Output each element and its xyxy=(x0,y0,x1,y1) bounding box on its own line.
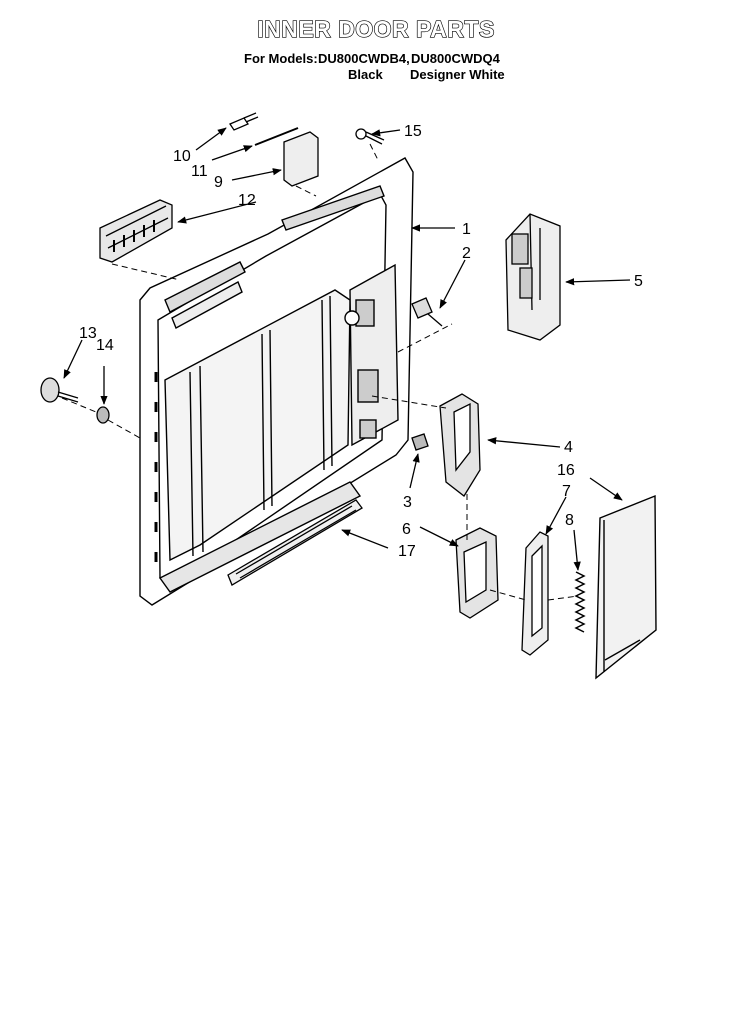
callout-6: 6 xyxy=(402,521,411,538)
spring-part xyxy=(574,571,586,633)
door-handle-part xyxy=(99,199,173,263)
model-number-white: DU800CWDQ4 xyxy=(411,51,500,66)
callout-2: 2 xyxy=(462,245,471,262)
callout-4: 4 xyxy=(564,439,573,456)
models-prefix: For Models: xyxy=(244,51,318,66)
callout-17: 17 xyxy=(398,543,416,560)
callout-labels: 1 2 3 4 5 6 7 8 9 10 11 12 13 14 15 16 1… xyxy=(79,123,643,560)
callout-12: 12 xyxy=(238,192,256,209)
vent-strip xyxy=(227,499,363,586)
callout-15: 15 xyxy=(404,123,422,140)
leader-arrows xyxy=(63,127,631,571)
nut-part xyxy=(411,433,429,451)
knob-part xyxy=(40,377,79,403)
inner-door-panel xyxy=(139,157,414,606)
slide-part xyxy=(521,531,549,656)
model-number-black: DU800CWDB4, xyxy=(318,51,410,66)
callout-5: 5 xyxy=(634,273,643,290)
callout-3: 3 xyxy=(403,494,412,511)
model-color-white: Designer White xyxy=(410,67,505,82)
switch-cover-part xyxy=(283,131,319,187)
callout-8: 8 xyxy=(565,512,574,529)
actuator-part xyxy=(455,527,499,619)
latch-part xyxy=(439,393,481,497)
cover-panel-part xyxy=(595,494,657,680)
callout-1: 1 xyxy=(462,221,471,238)
latch-housing-part xyxy=(505,213,561,341)
striker-part xyxy=(411,297,443,327)
callout-11: 11 xyxy=(191,163,208,180)
screw-15-part xyxy=(355,128,385,145)
screw-part xyxy=(229,112,259,131)
callout-10: 10 xyxy=(173,148,191,165)
pin-part xyxy=(254,127,299,146)
callout-13: 13 xyxy=(79,325,97,342)
callout-9: 9 xyxy=(214,174,223,191)
callout-14: 14 xyxy=(96,337,114,354)
washer-part xyxy=(96,406,110,424)
alignment-lines xyxy=(61,143,579,601)
callout-16: 16 xyxy=(557,462,575,479)
page-title: INNER DOOR PARTS xyxy=(257,15,495,42)
callout-7: 7 xyxy=(562,483,571,500)
model-color-black: Black xyxy=(348,67,383,82)
